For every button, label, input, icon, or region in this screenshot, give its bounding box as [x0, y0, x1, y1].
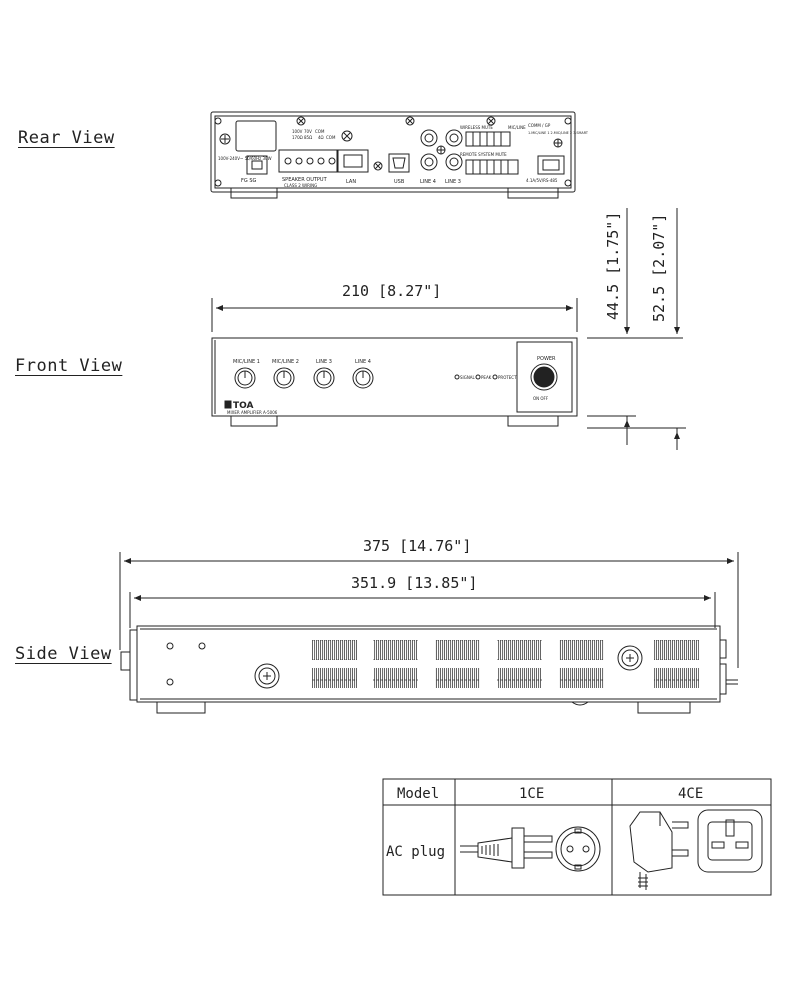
- screw-icon: [214, 117, 572, 187]
- rear-fg-label: FG SG: [241, 178, 257, 184]
- table-row-ac-plug: AC plug: [386, 844, 445, 860]
- table-header-4ce: 4CE: [678, 786, 703, 802]
- rear-line3-label: LINE 3: [445, 179, 461, 185]
- depth-total-dimension: 375 [14.76"]: [363, 537, 472, 555]
- width-dimension: 210 [8.27"]: [342, 282, 442, 300]
- depth-dimension-lines: [119, 552, 739, 668]
- knob-icon: [234, 367, 374, 389]
- rear-view-drawing: [210, 111, 576, 199]
- rear-4ohm-label: 4Ω: [318, 135, 324, 140]
- uk-plug-icon: [629, 809, 763, 890]
- rear-100v-label: 100V: [292, 129, 303, 134]
- table-header-1ce: 1CE: [519, 786, 544, 802]
- front-brand-logo: TOA: [233, 401, 254, 411]
- front-view-label: Front View: [15, 356, 123, 376]
- table-header-model: Model: [397, 786, 439, 802]
- ac-plug-table: [382, 778, 772, 896]
- rear-70v-label: 70V: [304, 129, 312, 134]
- rear-power-in-label: 100V-240V~ 50/60Hz 30W: [218, 156, 272, 161]
- rear-wireless-label: WIRELESS MUTE: [460, 125, 493, 130]
- front-protect-label: PROTECT: [498, 375, 517, 380]
- rear-class2-label: CLASS 2 WIRING: [284, 183, 317, 188]
- knob-pointer: [244, 371, 364, 378]
- front-signal-label: SIGNAL: [460, 375, 476, 380]
- side-view-label: Side View: [15, 644, 112, 664]
- rear-mic-line-label: MIC/LINE: [508, 125, 526, 130]
- rear-170-label: 170Ω: [292, 135, 303, 140]
- front-power-label: POWER: [537, 356, 556, 362]
- rear-view-labels: FG SG 100V-240V~ 50/60Hz 30W SPEAKER OUT…: [218, 123, 589, 188]
- rear-com2-label: COM: [326, 135, 336, 140]
- rear-usb-label: USB: [394, 179, 405, 185]
- front-line3-label: LINE 3: [316, 359, 332, 365]
- front-peak-label: PEAK: [481, 375, 492, 380]
- front-view-drawing: [211, 337, 578, 427]
- side-view-drawing: [120, 625, 738, 714]
- depth-body-dimension: 351.9 [13.85"]: [351, 574, 478, 592]
- front-on-off-label: ON OFF: [533, 396, 549, 401]
- rear-line4-label: LINE 4: [420, 179, 436, 185]
- rear-remote-label: REMOTE SYSTEM MUTE: [460, 152, 507, 157]
- front-view-labels: MIC/LINE 1 MIC/LINE 2 LINE 3 LINE 4 SIGN…: [233, 356, 556, 411]
- rear-view-label: Rear View: [18, 128, 115, 148]
- rear-comm-sub-label: 1.MIC/LINE 1 2.MIC/LINE 2 3.SMART: [528, 131, 589, 135]
- rear-port-rate-label: 4.1A/5V/RS-485: [526, 178, 558, 183]
- height-dimension-lines: [587, 208, 686, 450]
- front-mic-line2-label: MIC/LINE 2: [272, 359, 299, 365]
- front-model-label: MIXER AMPLIFIER A-5006: [227, 410, 278, 415]
- front-line4-label: LINE 4: [355, 359, 371, 365]
- rear-lan-label: LAN: [346, 179, 356, 185]
- front-mic-line1-label: MIC/LINE 1: [233, 359, 260, 365]
- schuko-plug-icon: [460, 826, 601, 872]
- width-dimension-line: [211, 298, 578, 332]
- rear-comm-label: COMM / GP: [528, 123, 551, 128]
- rear-com-label: COM: [315, 129, 325, 134]
- rear-speaker-output-label: SPEAKER OUTPUT: [282, 177, 328, 183]
- rear-85-label: 85Ω: [304, 135, 312, 140]
